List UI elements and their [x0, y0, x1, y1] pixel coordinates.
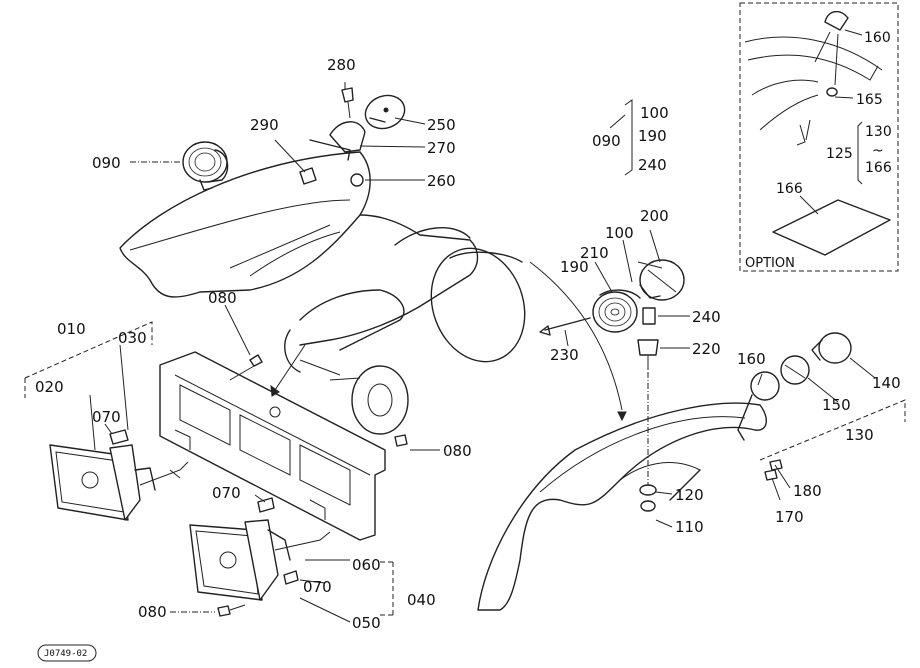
- label-option-title: OPTION: [745, 256, 795, 271]
- leader-lines: [89, 82, 876, 623]
- label-180: 180: [793, 482, 822, 500]
- drawing-code-stamp: J0749-02: [37, 644, 97, 662]
- label-210: 210: [580, 244, 609, 262]
- label-070-c: 070: [303, 578, 332, 596]
- label-100: 100: [605, 224, 634, 242]
- label-260: 260: [427, 172, 456, 190]
- drawing-code: J0749-02: [44, 649, 87, 659]
- headlamp-left: [49, 444, 189, 521]
- label-010: 010: [57, 320, 86, 338]
- label-170: 170: [775, 508, 804, 526]
- label-240-group: 240: [638, 156, 667, 174]
- label-080-c: 080: [138, 603, 167, 621]
- label-050: 050: [352, 614, 381, 632]
- label-110: 110: [675, 518, 704, 536]
- label-040: 040: [407, 591, 436, 609]
- rear-lamp-assembly: [539, 259, 685, 512]
- label-090-group: 090: [592, 132, 621, 150]
- work-lamp-090: [182, 141, 229, 191]
- label-240: 240: [692, 308, 721, 326]
- label-120: 120: [675, 486, 704, 504]
- label-060: 060: [352, 556, 381, 574]
- option-inset: [739, 2, 899, 272]
- label-130: 130: [845, 426, 874, 444]
- label-080-b: 080: [443, 442, 472, 460]
- label-option-166a: 166: [865, 160, 892, 176]
- label-option-166: 166: [776, 181, 803, 197]
- label-030: 030: [118, 329, 147, 347]
- label-280: 280: [327, 56, 356, 74]
- label-160: 160: [737, 350, 766, 368]
- headlamp-right: [189, 519, 331, 601]
- label-070-b: 070: [212, 484, 241, 502]
- lamp-bracket-top: [299, 87, 406, 187]
- label-020: 020: [35, 378, 64, 396]
- side-lamp-assembly: [737, 332, 852, 481]
- label-250: 250: [427, 116, 456, 134]
- label-option-160: 160: [864, 30, 891, 46]
- rear-fender: [477, 402, 767, 611]
- label-090-lamp: 090: [92, 154, 121, 172]
- label-230: 230: [550, 346, 579, 364]
- part-labels: 280 250 270 260 290 090 100 190 240 090 …: [35, 30, 901, 632]
- label-270: 270: [427, 139, 456, 157]
- label-option-tilde: ~: [872, 143, 884, 159]
- hardware-bolts: [109, 354, 408, 617]
- label-200: 200: [640, 207, 669, 225]
- label-070-a: 070: [92, 408, 121, 426]
- group-brackets: [24, 99, 906, 616]
- label-option-130: 130: [865, 124, 892, 140]
- label-option-125: 125: [826, 146, 853, 162]
- label-150: 150: [822, 396, 851, 414]
- label-140: 140: [872, 374, 901, 392]
- label-190: 190: [560, 258, 589, 276]
- front-bracket-plate: [159, 351, 386, 541]
- label-080-a: 080: [208, 289, 237, 307]
- label-190-group: 190: [638, 127, 667, 145]
- tractor-body: [119, 151, 526, 435]
- label-220: 220: [692, 340, 721, 358]
- label-option-165: 165: [856, 92, 883, 108]
- label-290: 290: [250, 116, 279, 134]
- label-100-group: 100: [640, 104, 669, 122]
